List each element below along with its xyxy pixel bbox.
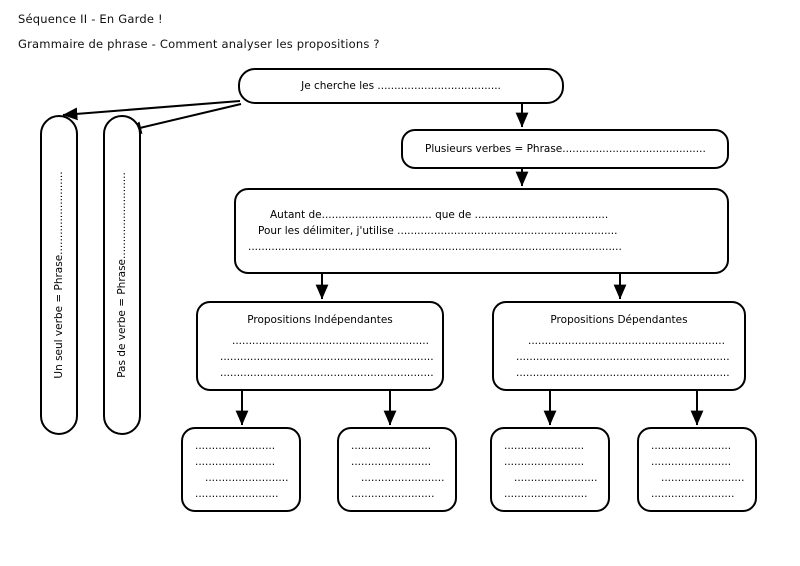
node-un-seul-verbe[interactable]: Un seul verbe = Phrase..................…: [40, 115, 78, 435]
fill-in-line[interactable]: ........................: [504, 455, 585, 468]
fill-in-line[interactable]: ........................: [651, 439, 732, 452]
fill-in-line[interactable]: .........................: [205, 471, 289, 484]
node-je-cherche-les[interactable]: Je cherche les .........................…: [238, 68, 564, 104]
fill-in-line[interactable]: ........................................…: [516, 350, 730, 363]
arrow-cherche-to-un-seul-verbe: [62, 100, 241, 121]
fill-in-line[interactable]: .........................: [651, 487, 735, 500]
fill-in-line[interactable]: .........................: [514, 471, 598, 484]
node-heading: Propositions Indépendantes: [247, 313, 393, 326]
fill-in-line[interactable]: ........................: [351, 455, 432, 468]
node-propositions-independantes[interactable]: Propositions Indépendantes .............…: [196, 301, 444, 391]
fill-in-line[interactable]: Je cherche les .........................…: [301, 80, 501, 92]
fill-in-line[interactable]: ........................................…: [232, 334, 429, 347]
fill-in-line[interactable]: .........................: [504, 487, 588, 500]
node-autant-de-que-de[interactable]: Autant de...............................…: [234, 188, 729, 274]
blank-box-3[interactable]: ........................ ...............…: [490, 427, 610, 512]
node-plusieurs-verbes[interactable]: Plusieurs verbes = Phrase...............…: [401, 129, 729, 169]
blank-box-4[interactable]: ........................ ...............…: [637, 427, 757, 512]
fill-in-line[interactable]: Autant de...............................…: [270, 209, 609, 221]
node-propositions-dependantes[interactable]: Propositions Dépendantes ...............…: [492, 301, 746, 391]
node-heading: Propositions Dépendantes: [550, 313, 688, 326]
fill-in-line[interactable]: ........................................…: [248, 241, 622, 253]
fill-in-line[interactable]: .........................: [661, 471, 745, 484]
fill-in-line[interactable]: ........................................…: [220, 350, 434, 363]
fill-in-line[interactable]: .........................: [195, 487, 279, 500]
page-title: Séquence II - En Garde !: [18, 12, 163, 26]
fill-in-line[interactable]: ........................: [195, 439, 276, 452]
node-label: Pas de verbe = Phrase...................…: [116, 172, 128, 378]
fill-in-line[interactable]: Pour les délimiter, j'utilise ..........…: [258, 225, 618, 237]
fill-in-line[interactable]: ........................................…: [528, 334, 725, 347]
page-subtitle: Grammaire de phrase - Comment analyser l…: [18, 37, 380, 51]
fill-in-line[interactable]: ........................: [351, 439, 432, 452]
fill-in-line[interactable]: ........................................…: [516, 366, 730, 379]
fill-in-line[interactable]: ........................: [195, 455, 276, 468]
fill-in-line[interactable]: .........................: [361, 471, 445, 484]
blank-box-2[interactable]: ........................ ...............…: [337, 427, 457, 512]
node-label: Un seul verbe = Phrase..................…: [53, 171, 65, 379]
node-pas-de-verbe[interactable]: Pas de verbe = Phrase...................…: [103, 115, 141, 435]
blank-box-1[interactable]: ........................ ...............…: [181, 427, 301, 512]
fill-in-line[interactable]: ........................................…: [220, 366, 434, 379]
fill-in-line[interactable]: .........................: [351, 487, 435, 500]
fill-in-line[interactable]: ........................: [504, 439, 585, 452]
fill-in-line[interactable]: ........................: [651, 455, 732, 468]
fill-in-line[interactable]: Plusieurs verbes = Phrase...............…: [425, 143, 706, 155]
arrow-cherche-to-pas-de-verbe: [126, 103, 242, 134]
